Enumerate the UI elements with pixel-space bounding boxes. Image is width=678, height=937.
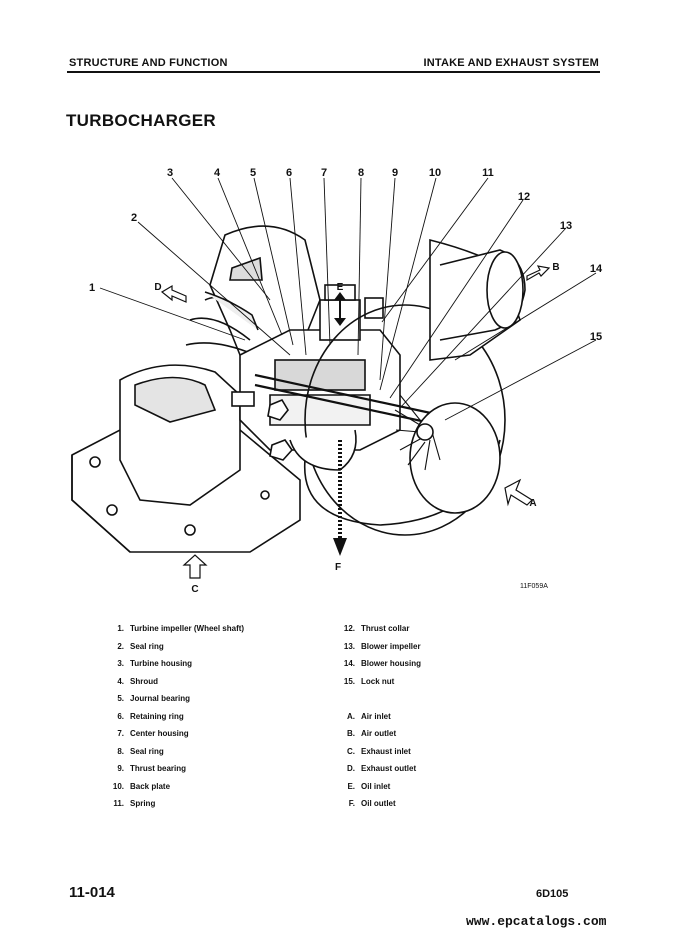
- callout-15: 15: [590, 331, 602, 343]
- legend-item: 1.Turbine impeller (Wheel shaft): [117, 624, 245, 633]
- callout-14: 14: [590, 263, 603, 275]
- flow-letter-d: D: [154, 282, 161, 293]
- callout-12: 12: [518, 191, 530, 203]
- flow-letter-f: F: [335, 562, 341, 573]
- header-section-left: STRUCTURE AND FUNCTION: [69, 57, 228, 69]
- flow-letter-b: B: [552, 262, 559, 273]
- callout-1: 1: [89, 282, 95, 294]
- legend-item: 10.Back plate: [112, 781, 171, 791]
- legend-parts-right: 12.Thrust collar 13.Blower impeller 14.B…: [333, 624, 421, 817]
- legend-parts-left: 1.Turbine impeller (Wheel shaft) 2.Seal …: [102, 624, 244, 817]
- page-number: 11-014: [69, 884, 115, 901]
- legend-item: 12.Thrust collar: [343, 624, 410, 633]
- legend-flow-item: B.Air outlet: [347, 729, 397, 738]
- callout-4: 4: [214, 167, 221, 179]
- header-section-right: INTAKE AND EXHAUST SYSTEM: [423, 57, 599, 69]
- model-code: 6D105: [536, 888, 569, 900]
- watermark-link[interactable]: www.epcatalogs.com: [466, 914, 607, 929]
- figure-code: 11F059A: [520, 583, 548, 590]
- legend-item: 2.Seal ring: [117, 641, 164, 651]
- callout-5: 5: [250, 167, 256, 179]
- callout-2: 2: [131, 212, 137, 224]
- callout-3: 3: [167, 167, 173, 179]
- callout-6: 6: [286, 167, 292, 179]
- legend-flow-item: D.Exhaust outlet: [347, 764, 417, 773]
- flow-letter-c: C: [191, 584, 198, 595]
- legend-item: 15.Lock nut: [343, 676, 395, 686]
- callout-7: 7: [321, 167, 327, 179]
- page-title: TURBOCHARGER: [66, 111, 216, 130]
- legend-flow-item: E.Oil inlet: [347, 781, 391, 791]
- callout-9: 9: [392, 167, 398, 179]
- callout-11: 11: [482, 167, 494, 179]
- legend-item: 13.Blower impeller: [343, 641, 421, 651]
- legend-item: 11.Spring: [113, 799, 156, 808]
- header-rule: [67, 71, 600, 73]
- legend-item: 6.Retaining ring: [117, 711, 184, 721]
- callout-13: 13: [560, 220, 572, 232]
- legend-item: 3.Turbine housing: [117, 659, 193, 668]
- legend-item: 7.Center housing: [117, 729, 189, 738]
- legend-item: 5.Journal bearing: [117, 694, 191, 703]
- legend-flow-item: F.Oil outlet: [348, 799, 396, 808]
- legend-item: 8.Seal ring: [117, 746, 164, 756]
- legend-item: 9.Thrust bearing: [117, 764, 187, 773]
- legend-flow-item: C.Exhaust inlet: [347, 746, 411, 756]
- callout-10: 10: [429, 167, 441, 179]
- legend-item: 4.Shroud: [117, 676, 158, 686]
- legend-item: 14.Blower housing: [343, 659, 421, 668]
- flow-letter-a: A: [529, 498, 536, 509]
- flow-letter-e: E: [337, 282, 344, 293]
- legend-flow-item: A.Air inlet: [347, 711, 391, 721]
- callout-8: 8: [358, 167, 364, 179]
- turbocharger-diagram: 1 2 3 4 5 6 7 8 9 10 11 12 13 14 15 A B …: [71, 167, 603, 595]
